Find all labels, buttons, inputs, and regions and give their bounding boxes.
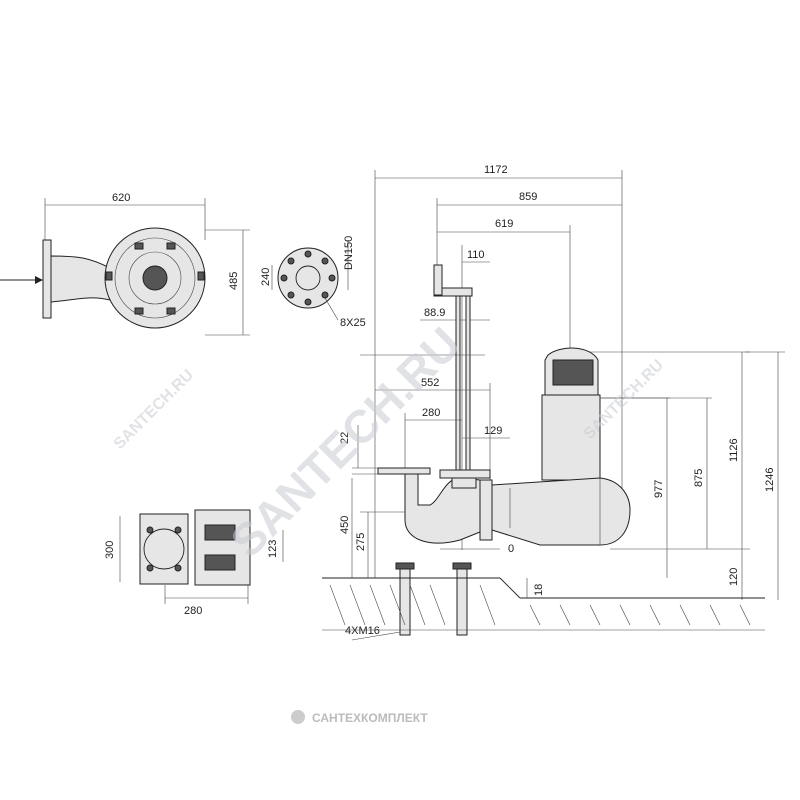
dim-240: 240	[260, 268, 272, 286]
watermark-left: SANTECH.RU	[111, 367, 197, 453]
dim-275: 275	[355, 533, 367, 551]
dim-0: 0	[508, 543, 514, 555]
footer-logo: САНТЕХКОМПЛЕКТ	[291, 710, 428, 725]
logo-icon	[291, 710, 305, 724]
dim-22: 22	[339, 432, 351, 444]
dim-977: 977	[653, 480, 665, 498]
dim-450: 450	[339, 516, 351, 534]
dim-875: 875	[693, 469, 705, 487]
dim-859: 859	[519, 191, 537, 203]
dim-4xm16: 4XM16	[345, 625, 380, 637]
dim-18: 18	[533, 584, 545, 596]
dim-300: 300	[104, 541, 116, 559]
dim-123: 123	[267, 540, 279, 558]
pump-motor	[491, 347, 631, 546]
plan-view: 300 280 123	[104, 509, 284, 617]
dim-1172: 1172	[484, 164, 508, 176]
dim-552: 552	[421, 377, 439, 389]
ground-section: 18	[322, 577, 765, 631]
footer-logo-text: САНТЕХКОМПЛЕКТ	[312, 711, 428, 725]
dim-110: 110	[467, 249, 485, 261]
side-view: 1172 859 619 110 88.9 552 280 129 22	[322, 164, 785, 641]
dim-620: 620	[112, 192, 130, 204]
dim-619: 619	[495, 218, 513, 230]
dim-1246: 1246	[764, 468, 776, 492]
dim-280: 280	[422, 407, 440, 419]
dim-129: 129	[484, 425, 502, 437]
dim-8x25: 8X25	[340, 317, 366, 329]
dim-280-plan: 280	[184, 605, 202, 617]
dim-dn150: DN150	[343, 236, 355, 270]
top-view: 620 485	[0, 192, 250, 336]
flange-detail: 240 DN150 8X25	[260, 236, 366, 329]
dim-88-9: 88.9	[424, 307, 445, 319]
dim-485: 485	[228, 272, 240, 290]
dim-1126: 1126	[728, 438, 740, 462]
dim-120: 120	[728, 568, 740, 586]
